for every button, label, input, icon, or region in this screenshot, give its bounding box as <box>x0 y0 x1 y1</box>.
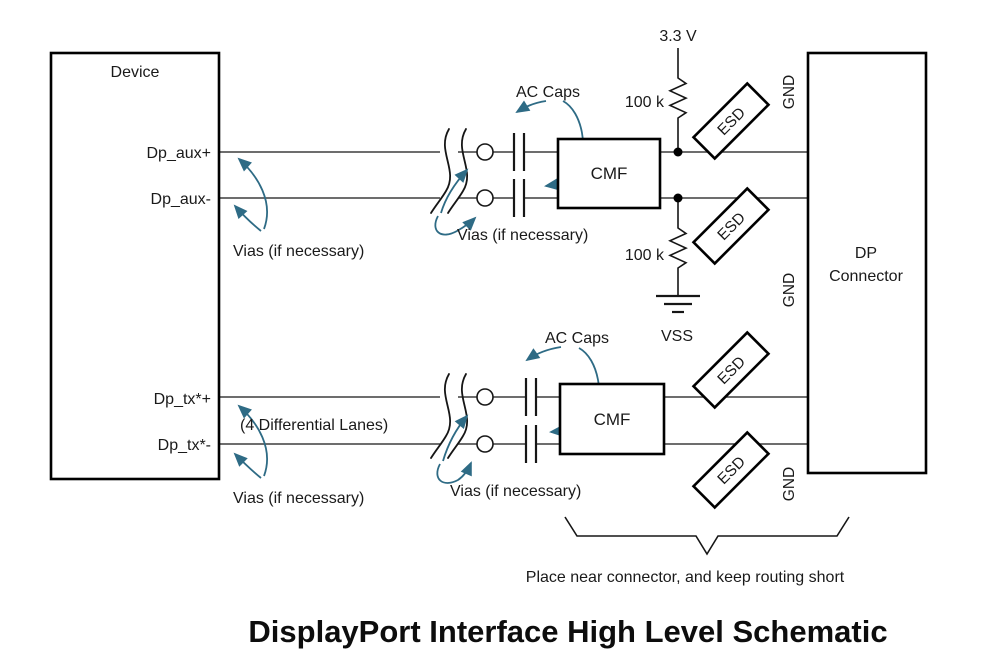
via-arrow <box>233 452 262 479</box>
via-icon <box>476 189 494 207</box>
esd-tx-p-block: ESD <box>691 330 771 410</box>
pin-label-aux-p: Dp_aux+ <box>147 145 212 162</box>
ac-caps-label-tx: AC Caps <box>545 330 609 347</box>
via-arrow <box>233 204 262 232</box>
esd-box <box>691 330 771 410</box>
rail-3v3-label: 3.3 V <box>659 28 697 45</box>
break-squiggle-icon <box>430 373 452 459</box>
break-squiggle-icon <box>447 128 469 214</box>
dp-connector-label-line2: Connector <box>829 268 903 285</box>
vias-note-aux-device: Vias (if necessary) <box>233 243 364 260</box>
break-squiggle-icon <box>447 373 469 459</box>
vias-note-aux-mid: Vias (if necessary) <box>457 227 588 244</box>
cmf-tx-block: CMF <box>558 382 666 456</box>
via-icon <box>476 143 494 161</box>
pin-label-aux-n: Dp_aux- <box>151 191 211 208</box>
esd-box <box>691 430 771 510</box>
lanes-note: (4 Differential Lanes) <box>240 417 388 434</box>
vss-label: VSS <box>661 328 693 345</box>
ac-cap-symbols <box>512 133 538 463</box>
capacitor-icon <box>512 133 526 171</box>
pin-label-tx-n: Dp_tx*- <box>158 437 211 454</box>
junction-dot <box>673 193 683 203</box>
esd-box <box>691 81 771 161</box>
bias-network <box>656 48 700 314</box>
via-arrow <box>434 215 477 236</box>
via-symbols <box>476 143 494 453</box>
vias-note-tx-device: Vias (if necessary) <box>233 490 364 507</box>
esd-aux-p-block: ESD <box>691 81 771 161</box>
via-arrow <box>440 168 469 214</box>
via-arrow <box>436 461 472 484</box>
brace-icon <box>564 516 850 556</box>
device-label: Device <box>111 64 160 81</box>
via-icon <box>476 435 494 453</box>
via-arrow <box>237 157 268 230</box>
capacitor-icon <box>524 425 538 463</box>
device-block: Device <box>49 51 221 481</box>
break-squiggle-icon <box>430 128 452 214</box>
gnd-label: GND <box>781 273 798 307</box>
schematic-title: DisplayPort Interface High Level Schemat… <box>248 614 887 649</box>
pullup-value-label: 100 k <box>625 94 665 111</box>
dp-connector-box <box>806 51 928 475</box>
esd-box <box>691 186 771 266</box>
ac-cap-arrow <box>525 346 562 362</box>
ground-icon <box>656 294 700 314</box>
cmf-label: CMF <box>594 410 631 429</box>
pullup-resistor-icon <box>668 48 688 152</box>
capacitor-icon <box>524 378 538 416</box>
via-arrow <box>237 404 268 477</box>
dp-connector-block: DP Connector <box>806 51 928 475</box>
junction-dot <box>673 147 683 157</box>
trace-break-symbols <box>430 128 469 459</box>
dp-connector-label-line1: DP <box>855 245 877 262</box>
placement-note: Place near connector, and keep routing s… <box>526 569 845 586</box>
pulldown-resistor-icon <box>668 198 688 296</box>
cmf-aux-block: CMF <box>556 137 662 210</box>
via-icon <box>476 388 494 406</box>
ac-cap-arrow <box>515 100 547 114</box>
vias-note-tx-mid: Vias (if necessary) <box>450 483 581 500</box>
cmf-box <box>556 137 662 210</box>
esd-aux-n-block: ESD <box>691 186 771 266</box>
via-arrow <box>442 414 469 462</box>
capacitor-icon <box>512 179 526 217</box>
device-box <box>49 51 221 481</box>
gnd-label: GND <box>781 75 798 109</box>
cmf-label: CMF <box>591 164 628 183</box>
gnd-label: GND <box>781 467 798 501</box>
pin-label-tx-p: Dp_tx*+ <box>154 391 211 408</box>
pulldown-value-label: 100 k <box>625 247 665 264</box>
cmf-box <box>558 382 666 456</box>
ac-caps-label-aux: AC Caps <box>516 84 580 101</box>
